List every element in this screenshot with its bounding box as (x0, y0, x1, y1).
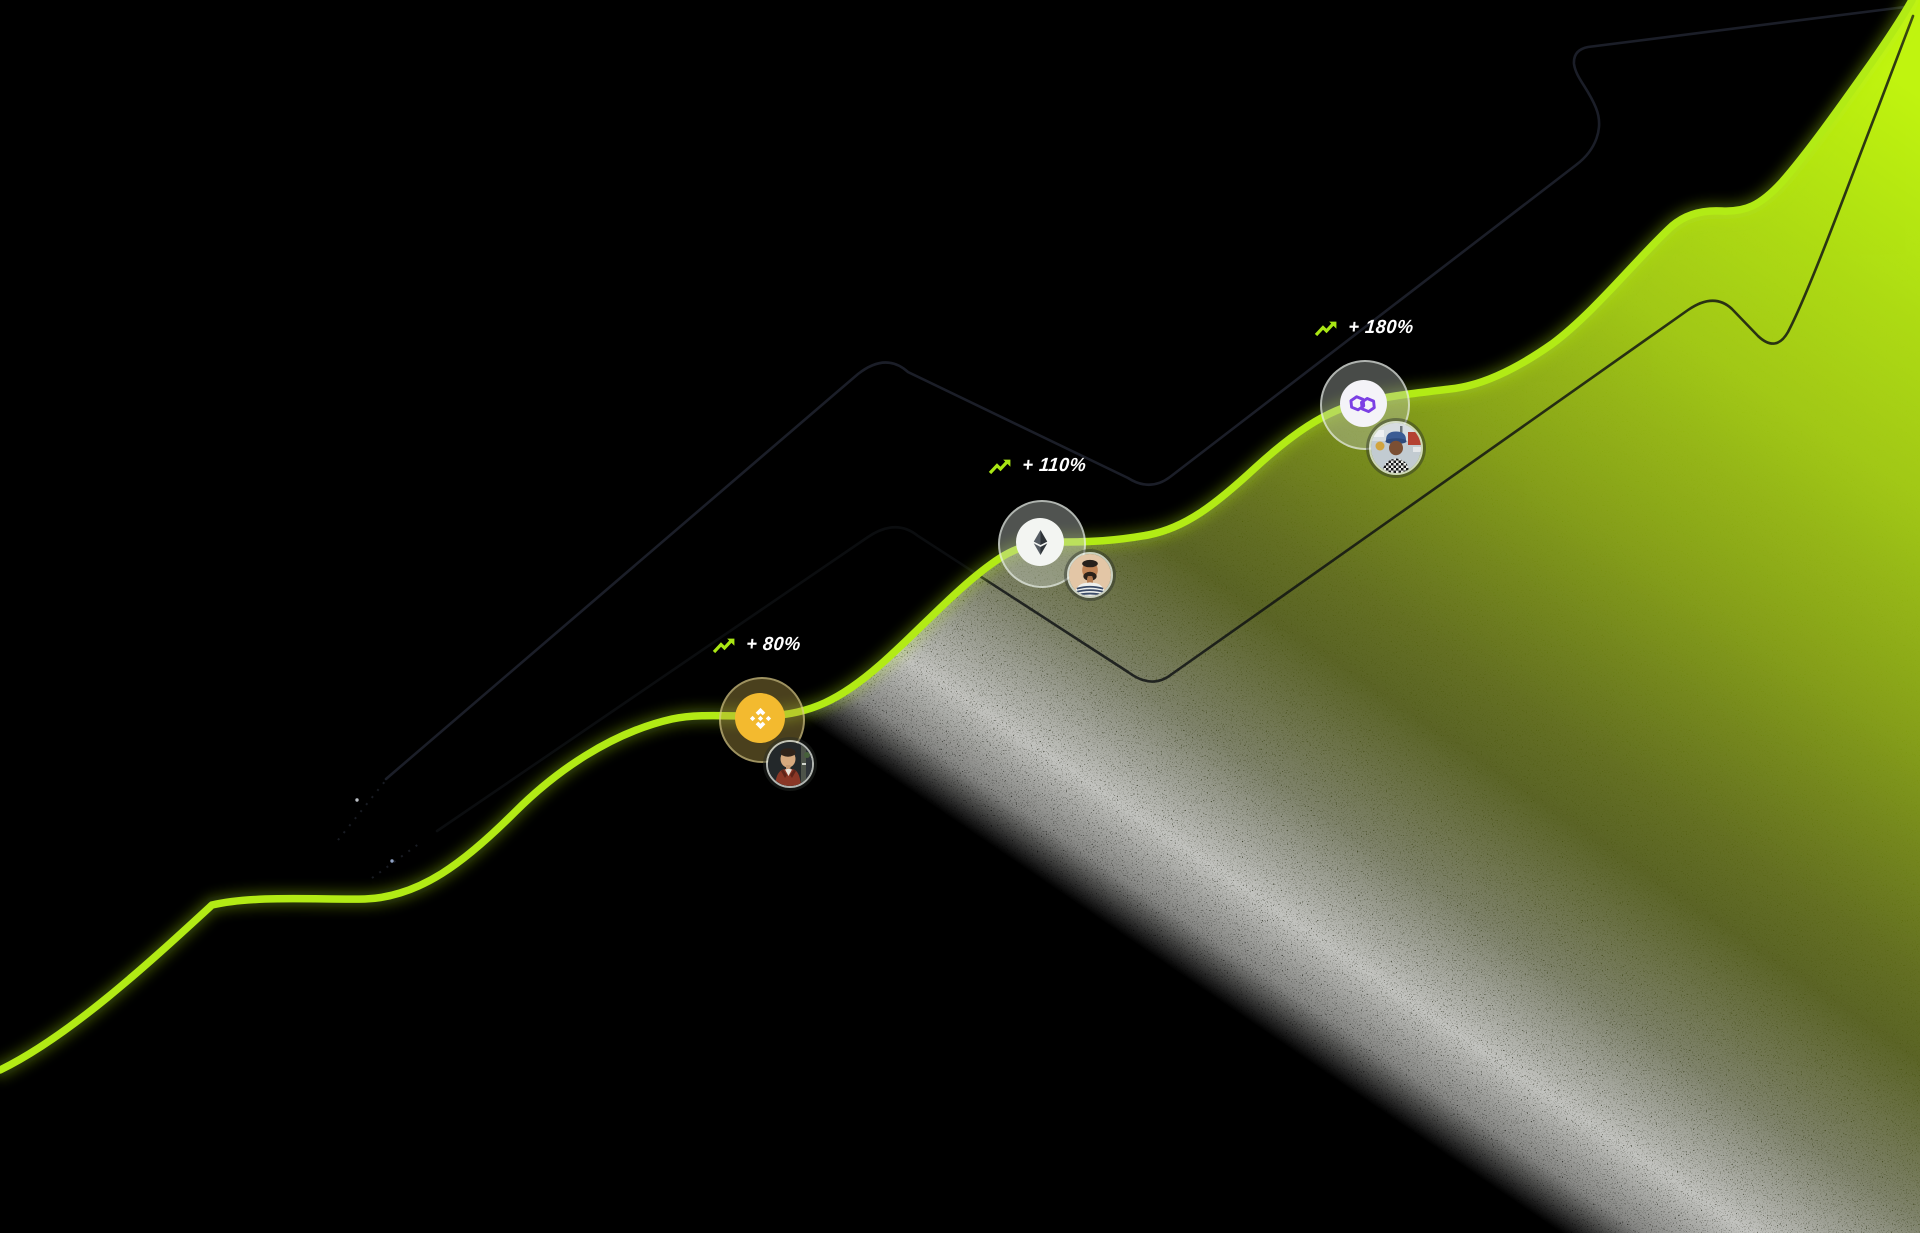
investor-avatar-polygon (1369, 421, 1423, 475)
ghost-line-lower (371, 14, 1915, 879)
ghost-line-upper (337, 5, 1907, 841)
growth-line (0, 0, 1916, 1074)
milestone-binance-label: + 80% (712, 634, 802, 656)
polygon-icon (1340, 380, 1387, 427)
trend-up-icon (988, 459, 1011, 474)
trend-up-icon (712, 638, 735, 653)
milestone-ethereum-label: + 110% (988, 455, 1088, 477)
trend-up-icon (1314, 321, 1337, 336)
milestone-binance-percent: + 80% (745, 634, 802, 655)
ethereum-icon (1016, 518, 1064, 566)
investor-avatar-binance (766, 740, 814, 788)
binance-icon (735, 693, 785, 743)
milestone-polygon-label: + 180% (1314, 317, 1415, 339)
milestone-ethereum-percent: + 110% (1021, 455, 1088, 476)
milestone-polygon-percent: + 180% (1347, 317, 1415, 338)
investor-avatar-ethereum (1067, 552, 1113, 598)
